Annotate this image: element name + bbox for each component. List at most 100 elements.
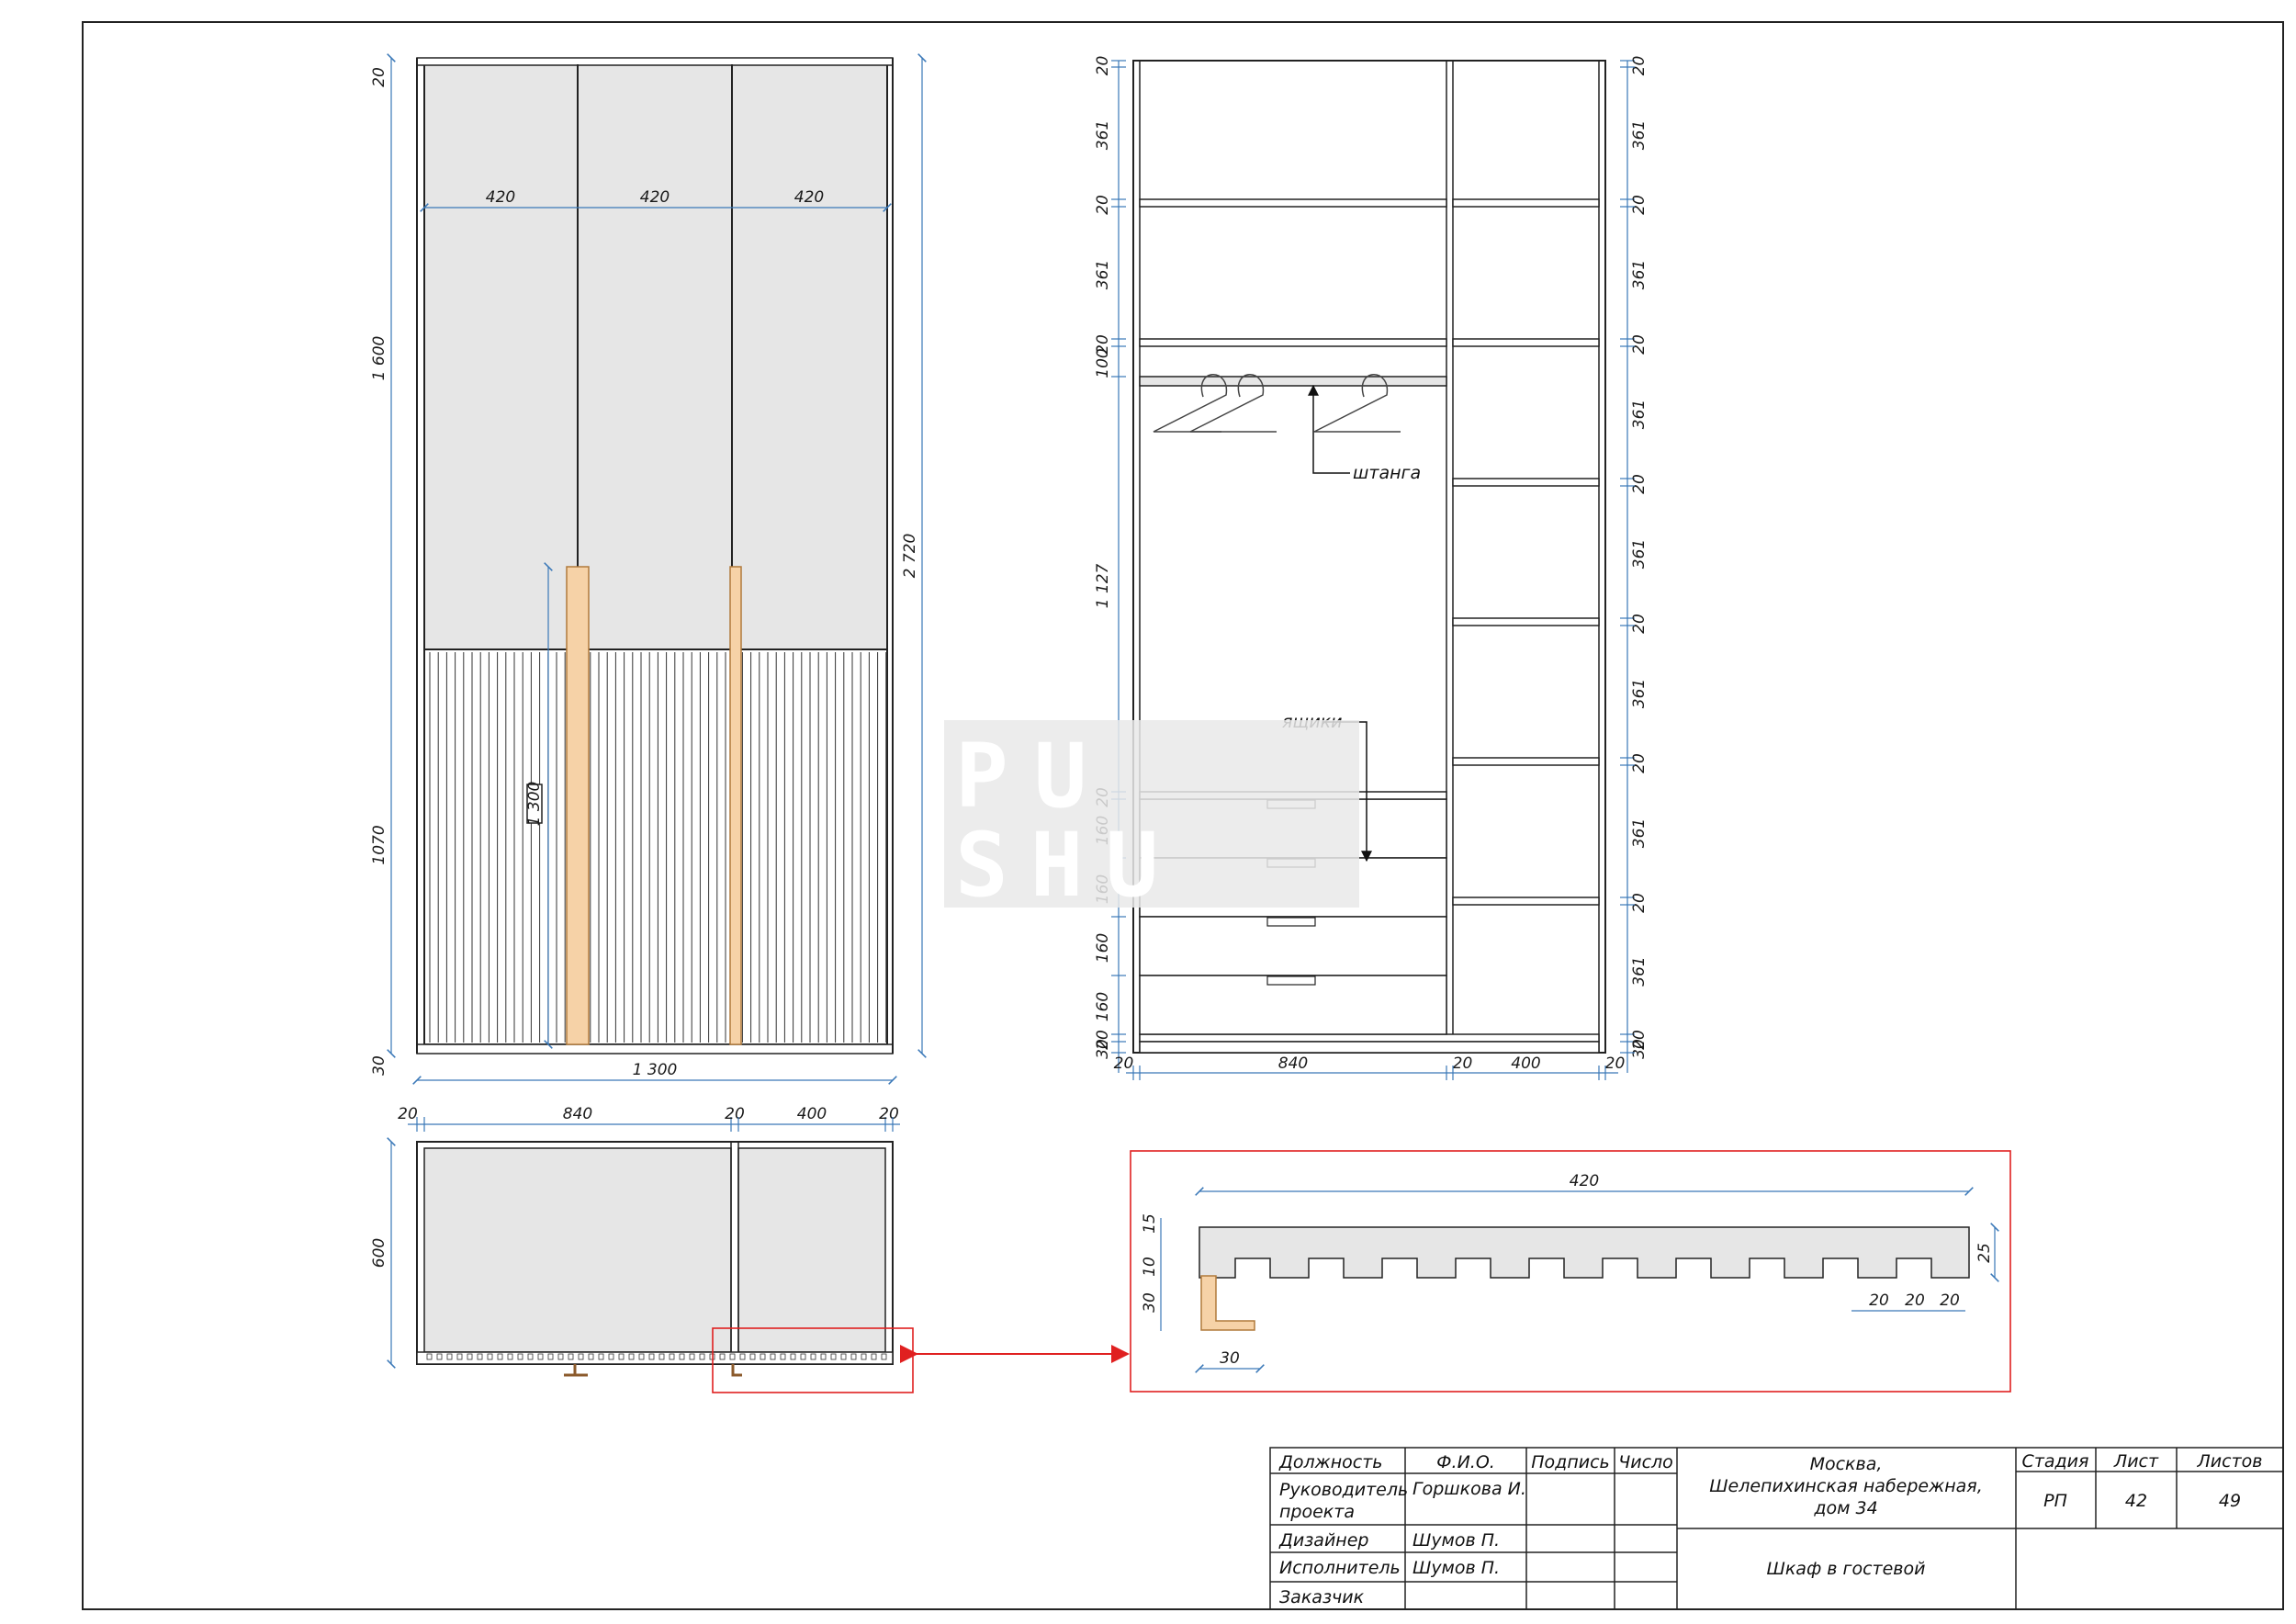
plan-tooth — [547, 1353, 554, 1360]
plan-tooth — [557, 1353, 564, 1360]
tb-header-name: Ф.И.О. — [1436, 1452, 1495, 1472]
plan-tooth — [578, 1353, 584, 1360]
section-right-dim: 361 — [1630, 260, 1649, 289]
detail-dim-30: 30 — [1141, 1292, 1159, 1313]
plan-handle-left — [564, 1364, 588, 1377]
shelf-left — [1139, 338, 1447, 347]
front-dim-plinth: 30 — [370, 1055, 388, 1076]
plan-tooth — [608, 1353, 614, 1360]
detail-dim-15: 15 — [1141, 1213, 1159, 1234]
tb-header-stage: Стадия — [2022, 1451, 2089, 1472]
plan-tooth — [820, 1353, 827, 1360]
plan-tooth — [487, 1353, 493, 1360]
tb-row2-role: Дизайнер — [1278, 1530, 1368, 1551]
section-right-dim: 20 — [1630, 56, 1649, 76]
plan-tooth — [861, 1353, 867, 1360]
section-left-dim: 361 — [1094, 120, 1112, 150]
plan-tooth — [739, 1353, 746, 1360]
plan-tooth — [638, 1353, 645, 1360]
detail-frame — [1130, 1150, 2011, 1393]
detail-handle — [1200, 1275, 1255, 1331]
plan-top-dim: 20 — [725, 1105, 745, 1123]
section-shelves-left — [1139, 198, 1447, 347]
plan-tooth — [517, 1353, 523, 1360]
plan-tooth — [800, 1353, 806, 1360]
drawer-3 — [1139, 916, 1447, 976]
section-left-dim: 30 — [1094, 1039, 1112, 1059]
section-left-dim: 100 — [1094, 348, 1112, 378]
hanger-1 — [1153, 374, 1228, 433]
front-door-width-3: 420 — [794, 188, 824, 207]
front-lower-panel — [423, 648, 888, 1045]
plan-tooth — [840, 1353, 847, 1360]
plan-tooth — [729, 1353, 736, 1360]
detail-slot-20-3: 20 — [1940, 1291, 1960, 1310]
plan-tooth — [628, 1353, 635, 1360]
plan-tooth — [790, 1353, 796, 1360]
detail-profile — [1199, 1226, 1970, 1279]
tb-row1-name: Горшкова И. — [1412, 1479, 1526, 1499]
plan-depth: 600 — [370, 1238, 388, 1268]
section-right-dim: 20 — [1630, 614, 1649, 634]
plan-tooth — [436, 1353, 443, 1360]
detail-width: 420 — [1570, 1172, 1599, 1190]
front-handle-right — [729, 566, 742, 1045]
section-right-dim: 20 — [1630, 753, 1649, 773]
plan-left-compartment — [423, 1147, 732, 1353]
plan-tooth — [679, 1353, 685, 1360]
section-left-dim: 361 — [1094, 260, 1112, 289]
section-bottom — [1139, 1033, 1600, 1043]
title-block — [1269, 1447, 2284, 1610]
hanging-rod — [1139, 376, 1447, 387]
front-total-height: 2 720 — [901, 534, 919, 579]
shelf-right — [1452, 897, 1600, 906]
plan-tooth — [881, 1353, 887, 1360]
plan-tooth — [456, 1353, 463, 1360]
detail-view: 420 15 10 30 25 20 20 20 30 — [1130, 1150, 2011, 1393]
tb-stage: РП — [2043, 1491, 2067, 1511]
tb-row3-role: Исполнитель — [1279, 1558, 1401, 1578]
plan-tooth — [568, 1353, 574, 1360]
tb-address-2: Шелепихинская набережная, — [1709, 1476, 1983, 1496]
plan-tooth — [477, 1353, 483, 1360]
plan-tooth — [658, 1353, 665, 1360]
shelf-left — [1139, 198, 1447, 208]
front-handle-height: 1 300 — [525, 782, 544, 827]
tb-address-3: дом 34 — [1813, 1498, 1877, 1518]
plan-tooth — [467, 1353, 473, 1360]
watermark: PU SHU — [944, 720, 1359, 917]
label-rod: штанга — [1353, 463, 1421, 483]
plan-tooth — [871, 1353, 877, 1360]
detail-dim-10: 10 — [1141, 1257, 1159, 1277]
tb-row1-role-1: Руководитель — [1279, 1480, 1408, 1500]
section-right-dim: 361 — [1630, 818, 1649, 848]
drawer-handle-4 — [1266, 976, 1316, 986]
drawer-4 — [1139, 975, 1447, 1035]
section-left-dim: 20 — [1094, 56, 1112, 76]
detail-slot-20-2: 20 — [1905, 1291, 1925, 1310]
tb-row2-name: Шумов П. — [1412, 1530, 1500, 1551]
drawer-handle-3 — [1266, 917, 1316, 927]
plan-tooth — [689, 1353, 695, 1360]
tb-address-1: Москва, — [1810, 1454, 1883, 1474]
hanger-3 — [1313, 374, 1401, 433]
section-left-dim: 160 — [1094, 992, 1112, 1021]
plan-tooth — [648, 1353, 655, 1360]
plan-tooth — [749, 1353, 756, 1360]
plan-top-dim: 840 — [563, 1105, 592, 1123]
section-right-dim: 30 — [1630, 1039, 1649, 1059]
section-right-dim: 20 — [1630, 334, 1649, 355]
section-left-dim: 1 127 — [1094, 563, 1112, 608]
front-door-width-1: 420 — [486, 188, 515, 207]
plan-tooth — [598, 1353, 604, 1360]
detail-dim-handle-30: 30 — [1220, 1349, 1240, 1368]
front-dim-lower: 1070 — [370, 825, 388, 864]
plan-tooth — [830, 1353, 837, 1360]
section-right-dim: 361 — [1630, 956, 1649, 986]
front-upper-panel — [423, 63, 888, 650]
detail-slot-20-1: 20 — [1869, 1291, 1889, 1310]
sheet-frame — [82, 21, 2284, 1610]
